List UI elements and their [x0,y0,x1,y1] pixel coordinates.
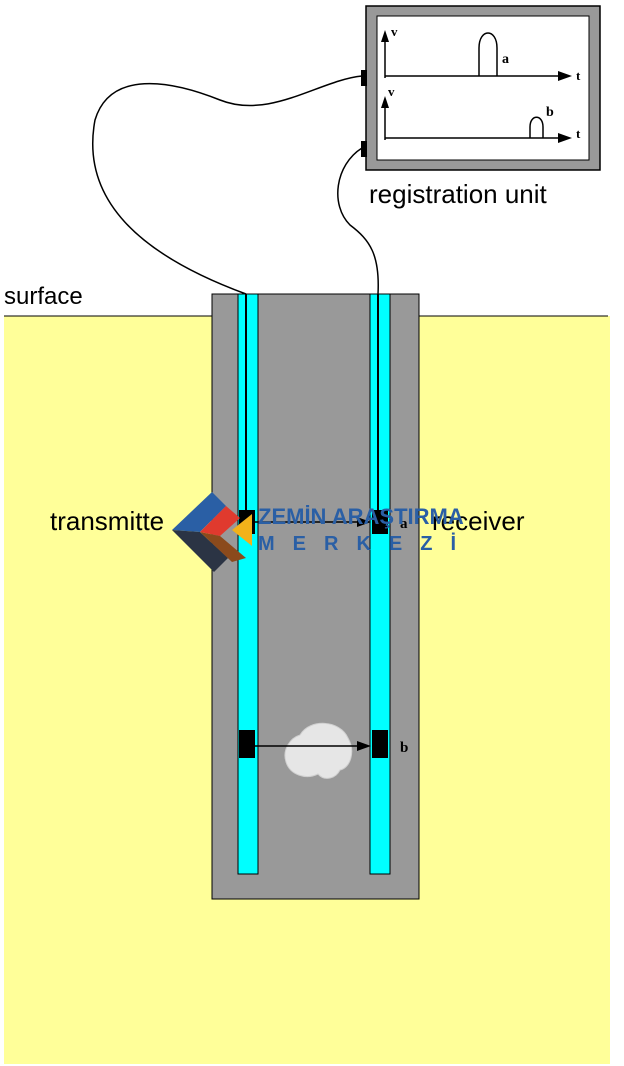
transmitter-probe-b [239,730,255,758]
bottom-plot-y-label: v [388,84,395,99]
access-tube-right [369,293,391,875]
signal-arrow-a [357,517,371,527]
watermark-logo: ZEMİN ARAŞTIRMA MERKEZİ [172,492,474,572]
anomaly-void [284,722,353,779]
bottom-plot-x-label: t [576,126,581,141]
cable-left-to-unit [92,75,363,295]
top-plot-pulse-label: a [502,52,509,67]
registration-unit-screen [376,15,590,161]
connector-bottom [361,141,367,157]
logo-chevron-red [200,506,240,536]
top-plot-y-label: v [391,24,398,39]
receiver-probe-a [372,510,388,534]
bottom-plot-pulse [529,116,544,138]
connector-top [361,70,367,86]
transmitter-label: transmitte [50,506,164,536]
logo-chevron-brown [200,532,246,562]
top-plot-x-arrow [558,71,572,81]
watermark-line2: MERKEZİ [258,532,474,555]
access-tube-left [237,293,259,875]
level-b-label: b [400,740,408,756]
logo-chevron-blue [172,492,226,532]
level-a-label: a [400,516,408,532]
bottom-plot-x-arrow [558,133,572,143]
signal-arrow-b [357,741,371,751]
receiver-label: receiver [432,506,525,536]
bottom-plot-pulse-label: b [546,105,554,120]
top-plot-pulse [478,32,498,76]
logo-chevron-dark [172,530,228,572]
surface-label: surface [4,283,83,310]
logo-chevron-yellow [232,514,252,546]
registration-unit-label: registration unit [369,179,548,209]
top-plot-y-arrow [381,30,389,42]
cable-right-to-unit [337,147,379,295]
watermark-line1: ZEMİN ARAŞTIRMA [258,504,464,529]
receiver-probe-b [372,730,388,758]
top-plot-x-label: t [576,68,581,83]
bottom-plot-y-arrow [381,96,389,108]
